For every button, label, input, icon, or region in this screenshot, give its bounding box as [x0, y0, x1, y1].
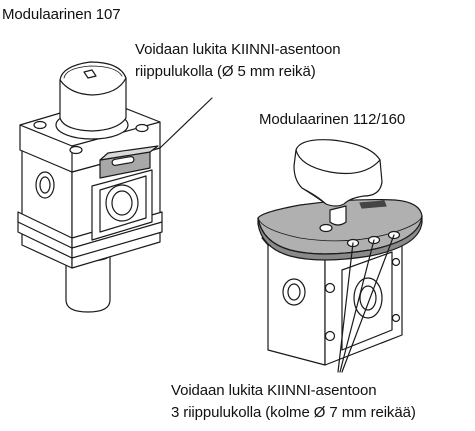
- lock-107-text-line2: riippulukolla (Ø 5 mm reikä): [135, 63, 316, 80]
- model-107-label: Modulaarinen 107: [2, 6, 121, 23]
- lock-112-text-line1: Voidaan lukita KIINNI-asentoon: [171, 382, 377, 399]
- switch-107: [17, 61, 163, 313]
- leader-line-107: [159, 97, 213, 149]
- model-112-160-label: Modulaarinen 112/160: [259, 111, 406, 128]
- lock-112-text-line2: 3 riippulukolla (kolme Ø 7 mm reikää): [171, 404, 416, 421]
- leader-lines-112-160: [337, 234, 395, 373]
- switch-112-160: [257, 139, 423, 366]
- lock-107-text-line1: Voidaan lukita KIINNI-asentoon: [135, 41, 341, 58]
